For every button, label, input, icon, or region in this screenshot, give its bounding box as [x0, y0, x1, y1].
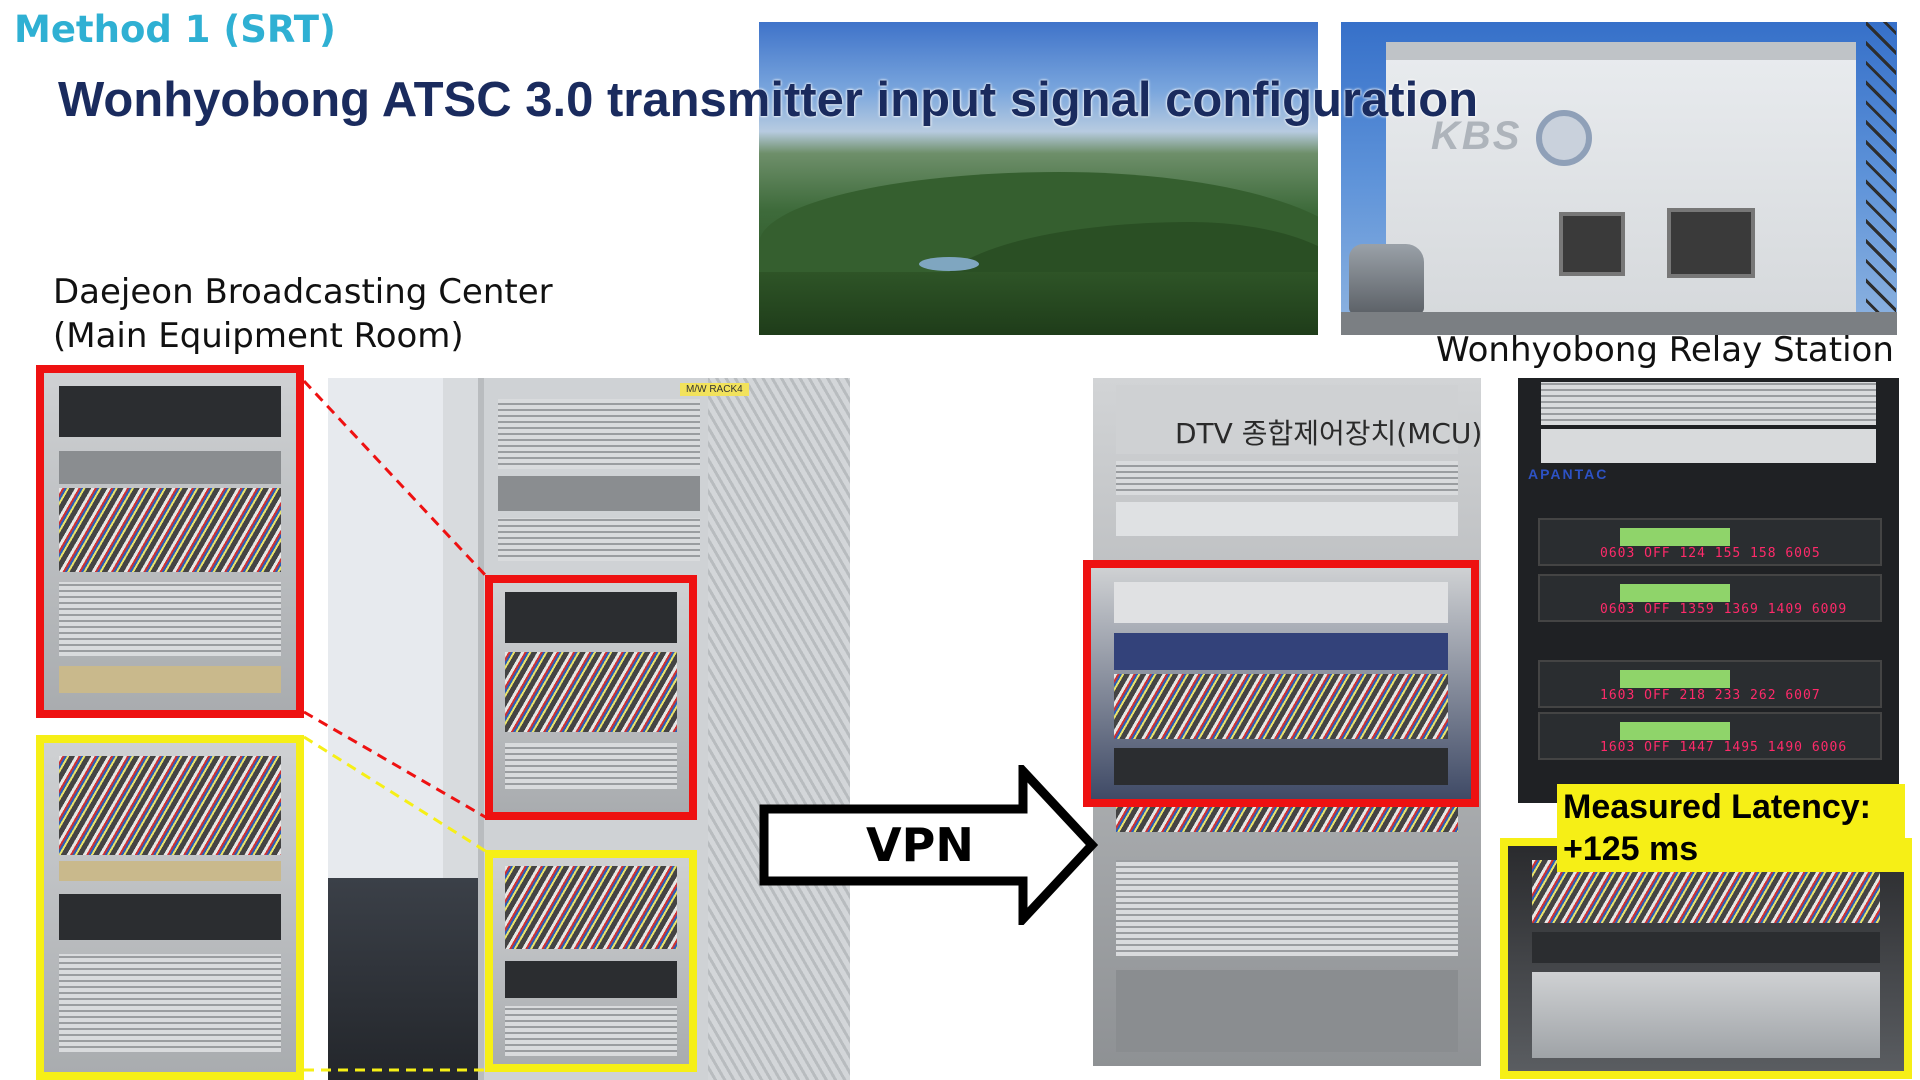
main-room-network-rack-closeup [36, 735, 304, 1080]
landscape-photo [759, 22, 1318, 335]
kbs-logo: KBS [1431, 114, 1522, 158]
vpn-arrow-icon [759, 765, 1098, 925]
kbs-logo-icon [1536, 110, 1592, 166]
main-room-encoder-rack-closeup [36, 365, 304, 718]
mcu-panel-label: DTV 종합제어장치(MCU) [1175, 417, 1483, 450]
latency-label: Measured Latency: [1563, 788, 1871, 826]
apantac-logo: APANTAC [1528, 466, 1609, 482]
measured-latency-callout: Measured Latency: +125 ms [1557, 784, 1905, 872]
page-title: Wonhyobong ATSC 3.0 transmitter input si… [58, 73, 1479, 127]
relay-station-caption: Wonhyobong Relay Station [1436, 330, 1894, 370]
latency-value: +125 ms [1563, 830, 1699, 868]
relay-station-photo: KBS [1341, 22, 1897, 335]
relay-station-monitoring-rack-photo: 0603 OFF 124 155 158 6005 0603 OFF 1359 … [1518, 378, 1899, 803]
relay-station-network-rack-closeup [1500, 838, 1912, 1079]
atsc-monitor-display-1: 0603 OFF 124 155 158 6005 [1538, 518, 1882, 566]
source-site-caption-line2: (Main Equipment Room) [53, 316, 464, 356]
method-label: Method 1 (SRT) [14, 8, 336, 51]
source-site-caption-line1: Daejeon Broadcasting Center [53, 272, 553, 312]
relay-station-receiver-highlight [1083, 560, 1479, 807]
atsc-monitor-display-3: 1603 OFF 218 233 262 6007 [1538, 660, 1882, 708]
main-room-encoder-highlight [485, 575, 697, 820]
main-room-network-highlight [485, 850, 697, 1072]
rack-tag: M/W RACK4 [680, 383, 749, 396]
atsc-monitor-display-2: 0603 OFF 1359 1369 1409 6009 [1538, 574, 1882, 622]
atsc-monitor-display-4: 1603 OFF 1447 1495 1490 6006 [1538, 712, 1882, 760]
vpn-label: VPN [866, 818, 974, 872]
